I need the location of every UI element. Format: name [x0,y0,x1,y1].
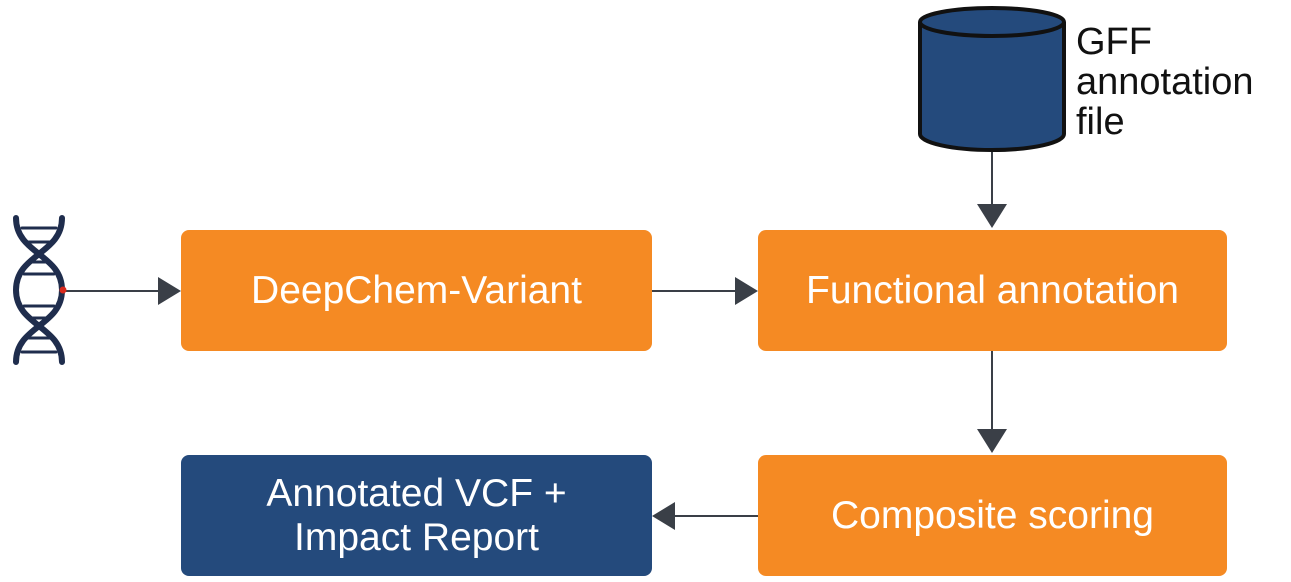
edge-gff-to-functional [977,152,1007,228]
composite-scoring-node: Composite scoring [758,455,1227,576]
gff-label-line: GFF [1076,21,1152,63]
output-label: Annotated VCF + Impact Report [266,472,566,560]
node-label: Functional annotation [806,268,1179,312]
dna-variant-marker [59,286,67,294]
node-label-line: Impact Report [294,515,539,559]
database-cylinder-icon [918,6,1066,152]
node-label-line: Annotated VCF + [266,471,567,515]
deepchem-variant-node: DeepChem-Variant [181,230,652,351]
gff-label-line: file [1076,101,1125,143]
functional-annotation-node: Functional annotation [758,230,1227,351]
dna-helix-icon [12,215,67,365]
edge-deepchem-to-functional [652,277,758,305]
annotated-vcf-report-node: Annotated VCF + Impact Report [181,455,652,576]
edge-functional-to-scoring [977,351,1007,453]
node-label: DeepChem-Variant [251,268,582,312]
gff-file-label: GFF annotation file [1076,22,1286,142]
edge-dna-to-deepchem [64,277,181,305]
node-label: Composite scoring [831,493,1154,537]
gff-label-line: annotation [1076,61,1254,103]
edge-scoring-to-output [652,502,758,530]
